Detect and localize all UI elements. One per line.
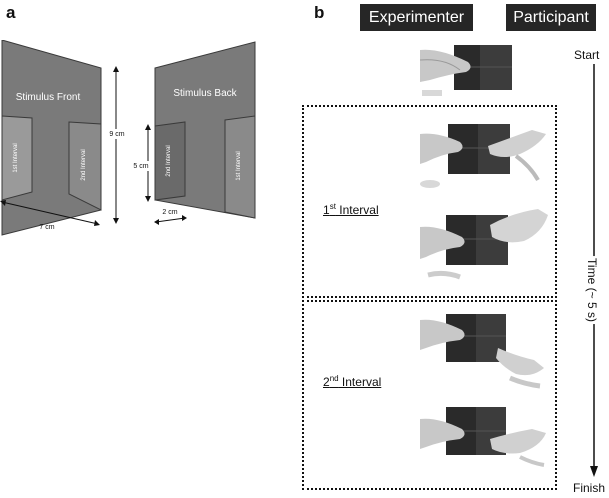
dim-pad-label: 5 cm [133, 163, 148, 170]
photo-interval-1b [420, 209, 548, 280]
dim-height-arrow-bottom [113, 218, 119, 224]
front-pad-2nd [68, 121, 102, 211]
dim-pad-width-arrow-right [182, 215, 187, 221]
front-pad-1st-label: 1st Interval [13, 143, 19, 172]
back-pad-2nd-label: 2nd Interval [166, 145, 172, 176]
dim-pad-width-label: 2 cm [162, 209, 177, 216]
interval-1-num: 1 [323, 203, 330, 217]
front-pad-1st [1, 115, 33, 201]
photo-interval-2b [420, 407, 546, 467]
time-axis-label: Time (~ 5 s) [585, 256, 599, 324]
stimulus-diagram: Stimulus Front 1st Interval 2nd Interval… [0, 40, 256, 236]
dim-pad-width-arrow-left [154, 219, 159, 225]
interval-1-box [302, 105, 557, 298]
interval-2-num: 2 [323, 375, 330, 389]
time-axis-label-box: Time (~ 5 s) [580, 240, 604, 340]
photo-start [420, 45, 512, 96]
dim-height-arrow-top [113, 66, 119, 72]
interval-1-word: Interval [335, 203, 379, 217]
interval-2-sup: nd [329, 374, 339, 383]
interval-2-word: Interval [338, 375, 382, 389]
panel-b-letter: b [314, 3, 325, 22]
front-pad-2nd-label: 2nd Interval [81, 149, 87, 180]
dim-width-label: 7 cm [39, 224, 54, 231]
dim-pad-arrow-bottom [145, 196, 151, 202]
stimulus-front-title: Stimulus Front [16, 92, 81, 103]
back-pad-1st [224, 115, 256, 219]
dim-height-bg [108, 129, 126, 139]
dim-width-arrow-right [94, 220, 100, 226]
interval-1-label: 1st Interval [323, 202, 379, 217]
photo-interval-1a [420, 124, 546, 188]
dim-pad-width-line [155, 217, 186, 223]
interval-2-label: 2nd Interval [323, 374, 381, 389]
panel-a-letter: a [6, 3, 16, 22]
dim-pad-arrow-top [145, 124, 151, 130]
dim-width-line [1, 201, 99, 225]
back-pad-2nd [154, 121, 186, 201]
dim-height-label: 9 cm [109, 131, 124, 138]
dim-width-arrow-left [0, 200, 6, 206]
experimenter-header: Experimenter [360, 4, 473, 31]
stimulus-back-title: Stimulus Back [173, 88, 237, 99]
interval-2-box [302, 300, 557, 490]
back-pad-1st-label: 1st Interval [236, 151, 242, 180]
dim-pad-bg [133, 161, 149, 171]
photo-interval-2a [420, 314, 544, 389]
start-label: Start [574, 48, 600, 62]
finish-label: Finish [573, 481, 606, 495]
participant-header: Participant [506, 4, 596, 31]
interval-1-sup: st [329, 202, 336, 211]
